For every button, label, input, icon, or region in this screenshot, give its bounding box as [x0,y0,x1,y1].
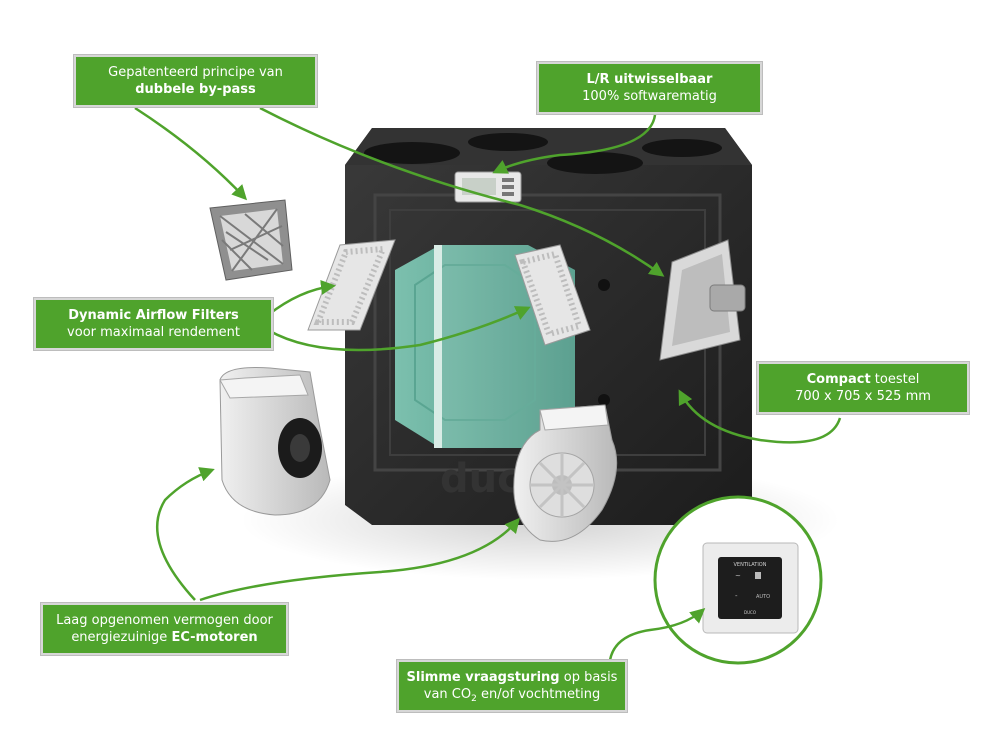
control-auto-label: AUTO [756,594,770,600]
airflow-filter-right [514,244,591,346]
callout-control-rest: op basis [559,670,618,685]
callout-bypass: Gepatenteerd principe van dubbele by-pas… [74,55,317,107]
callout-filters: Dynamic Airflow Filters voor maximaal re… [34,298,273,350]
arrow-control-to-panel [608,608,706,661]
arrow-lr-to-display [492,114,657,174]
callout-compact-dimensions: 700 x 705 x 525 mm [795,389,931,404]
callout-lr-swap: L/R uitwisselbaar 100% softwarematig [537,62,762,114]
callout-compact-rest: toestel [870,372,920,387]
arrow-motors-to-right-fan [199,517,520,602]
duct-port [642,139,722,157]
callout-motors-pre: energiezuinige [71,630,172,645]
control-screen [718,557,782,619]
arrow-compact-to-unit [678,389,842,444]
duct-port [547,152,643,174]
callout-motors-line1: Laag opgenomen vermogen door [56,613,273,628]
control-fan-icon: ~ [735,572,741,580]
arrow-bypass-to-cassette [134,106,248,201]
callout-compact: Compact toestel 700 x 705 x 525 mm [757,362,969,414]
arrow-bypass-to-panel [259,106,665,277]
duct-port [468,133,548,151]
duct-port [364,142,460,164]
control-title: VENTILATION [734,562,767,568]
callout-motors-bold: EC-motoren [171,630,258,645]
airflow-filter-left [307,239,396,331]
callout-lr-line2: 100% softwarematig [582,89,717,104]
callout-motors: Laag opgenomen vermogen door energiezuin… [41,603,288,655]
callout-bypass-line1: Gepatenteerd principe van [108,65,283,80]
callout-filters-line1: Dynamic Airflow Filters [68,308,239,323]
bypass-filter-cassette [209,199,293,281]
callout-bypass-line2: dubbele by-pass [135,82,256,97]
callout-filters-line2: voor maximaal rendement [67,325,240,340]
callout-control-post: en/of vochtmeting [476,687,601,702]
arrow-filters-left [267,280,336,316]
arrow-motors-to-left-fan [156,467,215,601]
callout-control-bold: Slimme vraagsturing [406,670,560,685]
control-brand: DUCO [744,610,756,615]
callout-control-sub: 2 [471,694,477,704]
wall-control-inset: VENTILATION ~ - AUTO DUCO [653,495,823,665]
bypass-side-panel [659,239,746,361]
callout-control-pre: van CO [423,687,472,702]
control-boost-icon [755,572,761,579]
callout-arrows [134,106,842,661]
arrow-filters-right [267,306,531,352]
callout-compact-bold: Compact [806,372,871,387]
ec-fan-right [513,404,618,542]
callout-control: Slimme vraagsturing op basis van CO2 en/… [397,660,627,712]
ec-fan-left [219,367,331,516]
callout-lr-line1: L/R uitwisselbaar [586,72,713,87]
control-low-icon: - [735,592,738,600]
